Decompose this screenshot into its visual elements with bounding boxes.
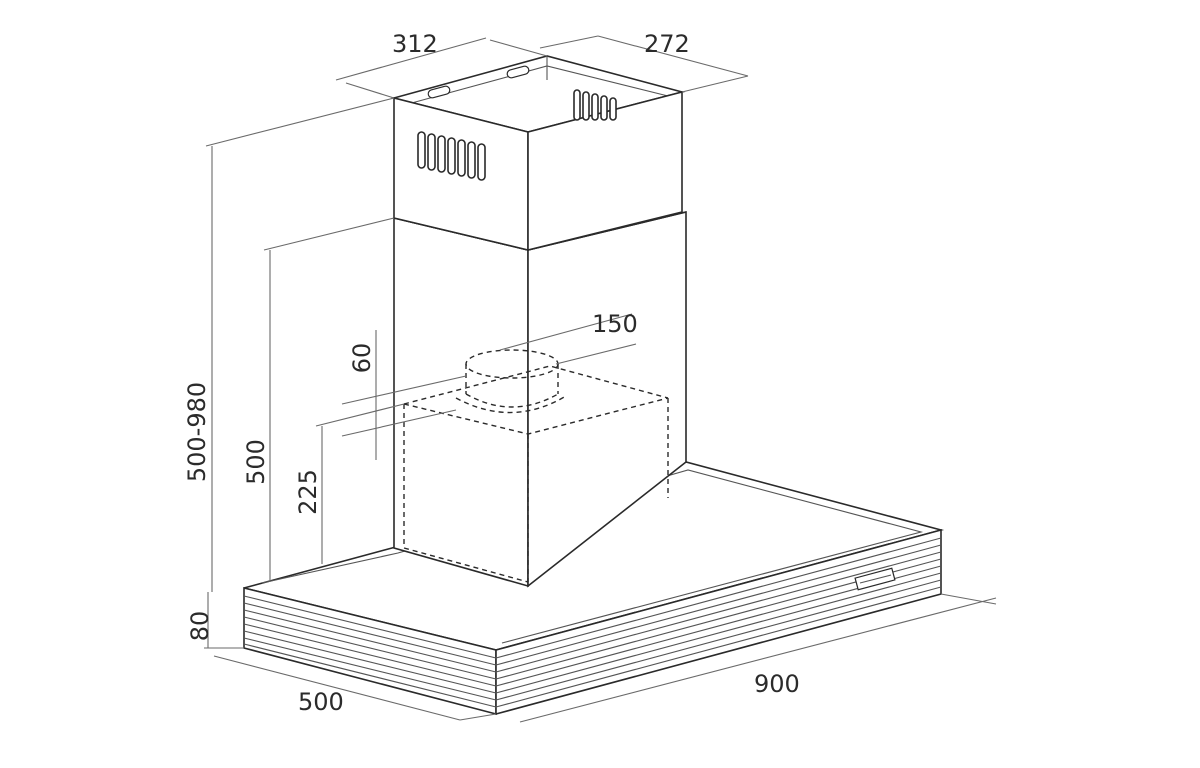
canopy-rim-line bbox=[261, 469, 924, 644]
label-depth: 500 bbox=[298, 688, 344, 716]
label-height-225: 225 bbox=[294, 469, 322, 515]
label-chimney-depth: 272 bbox=[644, 30, 690, 58]
canopy-right-grooves bbox=[495, 537, 942, 708]
label-canopy-thickness: 80 bbox=[186, 611, 214, 642]
vent-grille-right bbox=[573, 89, 617, 121]
lower-chimney bbox=[393, 210, 687, 588]
dimension-labels: 312 272 150 900 500 500-980 500 225 60 8… bbox=[183, 30, 800, 716]
label-total-height: 500-980 bbox=[183, 382, 211, 482]
label-height-500: 500 bbox=[242, 439, 270, 485]
label-chimney-width: 312 bbox=[392, 30, 438, 58]
label-width: 900 bbox=[754, 670, 800, 698]
canopy bbox=[243, 461, 945, 716]
label-outlet-60: 60 bbox=[348, 343, 376, 374]
dimension-lines bbox=[204, 35, 997, 723]
label-outlet-150: 150 bbox=[592, 310, 638, 338]
control-panel bbox=[854, 567, 896, 591]
canopy-left-grooves bbox=[243, 595, 497, 708]
upper-chimney bbox=[390, 55, 686, 252]
upper-chimney-right-face bbox=[527, 90, 683, 252]
vent-grille-left bbox=[417, 131, 486, 181]
